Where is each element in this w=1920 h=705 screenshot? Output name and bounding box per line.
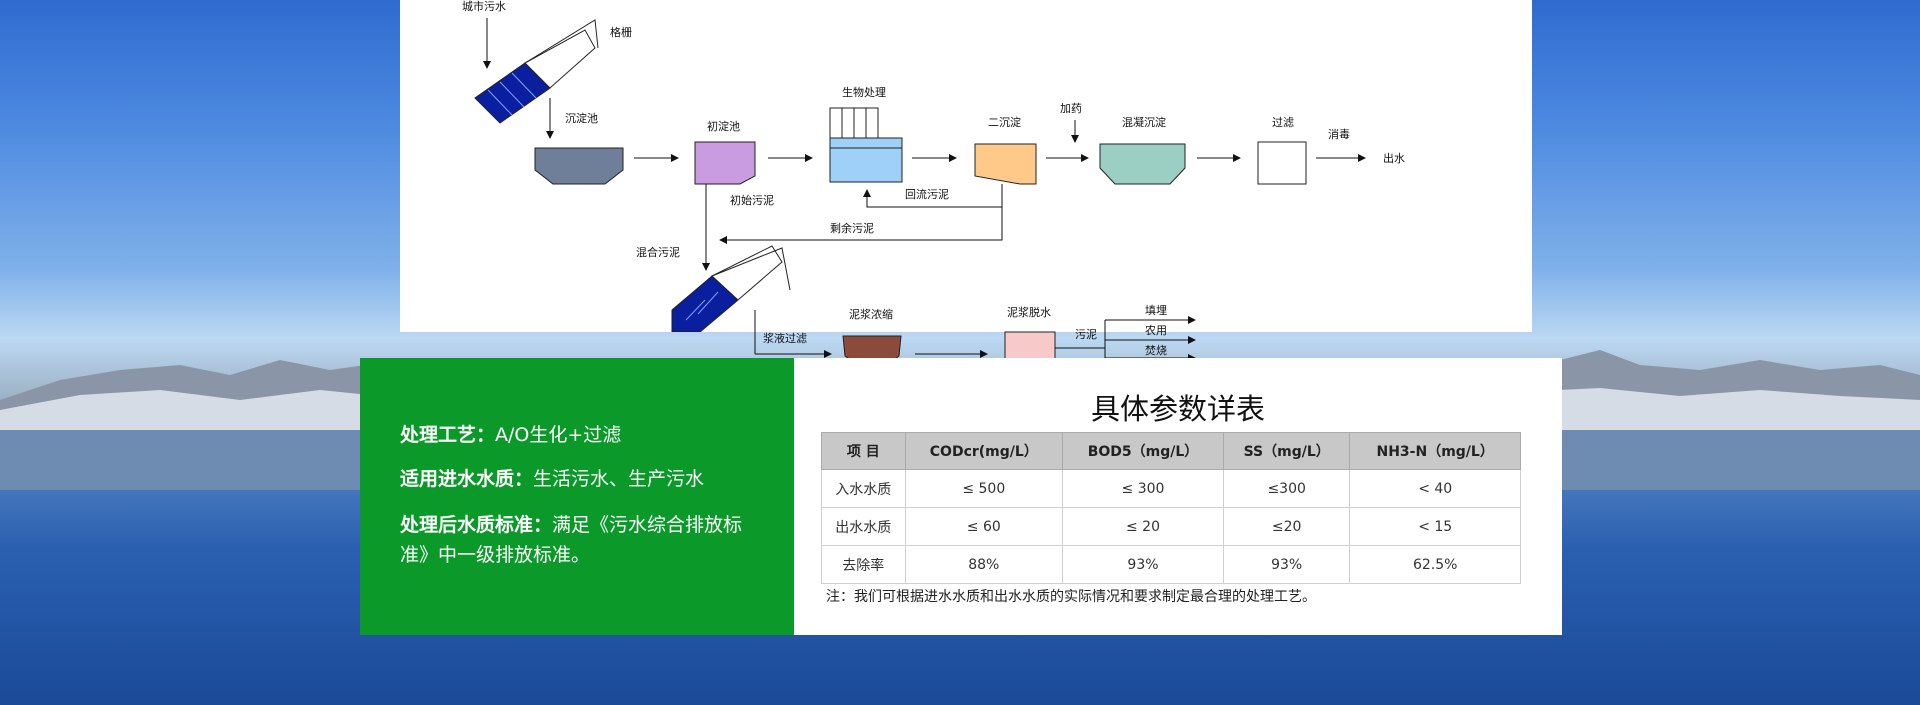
label-primary-settling: 初淀池 [707,119,740,133]
inflow-value: 生活污水、生产污水 [533,468,705,490]
header-bod5: BOD5（mg/L） [1062,432,1224,470]
cell: < 40 [1349,469,1521,508]
filtration-shape [1257,141,1307,185]
label-dosing: 加药 [1060,102,1082,115]
bio-treatment-tank [829,107,903,183]
table-row: 去除率 88% 93% 93% 62.5% [821,545,1521,584]
header-nh3n: NH3-N（mg/L） [1349,432,1521,470]
label-bio-treatment: 生物处理 [842,85,886,99]
label-incineration: 焚烧 [1145,344,1167,357]
params-title: 具体参数详表 [1090,392,1265,426]
label-excess-sludge: 剩余污泥 [830,221,874,235]
cell: 93% [1222,545,1351,584]
label-secondary-settling: 二沉淀 [988,115,1021,129]
label-sludge-thickening: 泥浆浓缩 [849,307,893,321]
secondary-settling-shape [974,143,1037,185]
label-mixed-sludge: 混合污泥 [636,245,680,259]
table-row: 入水水质 ≤ 500 ≤ 300 ≤300 < 40 [821,469,1521,508]
params-table: 项 目 CODcr(mg/L） BOD5（mg/L） SS（mg/L） NH3-… [821,432,1521,584]
label-filtration: 过滤 [1272,116,1294,129]
table-row: 出水水质 ≤ 60 ≤ 20 ≤20 < 15 [821,507,1521,546]
label-city-sewage: 城市污水 [462,0,506,13]
row-label: 出水水质 [821,507,906,546]
info-card: 处理工艺：A/O生化+过滤 适用进水水质：生活污水、生产污水 处理后水质标准：满… [360,358,1562,635]
label-agriculture: 农用 [1145,323,1167,337]
standard-line: 处理后水质标准：满足《污水综合排放标准》中一级排放标准。 [400,510,770,570]
label-primary-sludge: 初始污泥 [730,193,774,207]
label-settling-tank: 沉淀池 [565,111,598,125]
grille-screen-icon [474,19,599,124]
label-landfill: 填埋 [1145,303,1167,317]
sludge-screen-icon [671,245,791,332]
coag-settling-shape [1099,143,1186,185]
label-coag-settling: 混凝沉淀 [1122,115,1166,129]
cell: ≤ 60 [904,507,1064,546]
cell: ≤ 20 [1062,507,1224,546]
label-sludge: 污泥 [1075,328,1097,341]
header-codcr: CODcr(mg/L） [904,432,1064,470]
cell: 88% [904,545,1064,584]
primary-settling-shape [694,141,756,185]
row-label: 去除率 [821,545,906,584]
params-note: 注：我们可根据进水水质和出水水质的实际情况和要求制定最合理的处理工艺。 [826,589,1316,605]
cell: 62.5% [1349,545,1521,584]
process-summary-box: 处理工艺：A/O生化+过滤 适用进水水质：生活污水、生产污水 处理后水质标准：满… [360,358,794,635]
cell: < 15 [1349,507,1521,546]
process-line: 处理工艺：A/O生化+过滤 [400,420,770,450]
header-item: 项 目 [821,432,906,470]
process-value: A/O生化+过滤 [495,424,622,446]
settling-tank-shape [534,147,624,185]
row-label: 入水水质 [821,469,906,508]
cell: 93% [1062,545,1224,584]
inflow-line: 适用进水水质：生活污水、生产污水 [400,464,770,494]
cell: ≤300 [1222,469,1351,508]
standard-value: 满足《污水综合排放标准》中一级排放标准。 [400,514,743,566]
label-sludge-dewatering: 泥浆脱水 [1007,305,1051,319]
standard-key: 处理后水质标准： [400,514,553,536]
header-ss: SS（mg/L） [1222,432,1351,470]
label-return-sludge: 回流污泥 [905,187,949,201]
cell: ≤ 300 [1062,469,1224,508]
process-flow-diagram: 城市污水 格栅 沉淀池 初淀池 初始污泥 生物处理 [462,0,1405,332]
process-key: 处理工艺： [400,424,496,446]
label-disinfection: 消毒 [1328,127,1350,141]
label-outlet: 出水 [1383,151,1405,165]
cell: ≤20 [1222,507,1351,546]
process-diagram-panel: 城市污水 格栅 沉淀池 初淀池 初始污泥 生物处理 [400,0,1532,332]
label-grille: 格栅 [610,25,632,39]
cell: ≤ 500 [904,469,1064,508]
params-header-row: 项 目 CODcr(mg/L） BOD5（mg/L） SS（mg/L） NH3-… [821,432,1521,470]
label-slurry-filter: 浆液过滤 [763,331,807,345]
inflow-key: 适用进水水质： [400,468,534,490]
